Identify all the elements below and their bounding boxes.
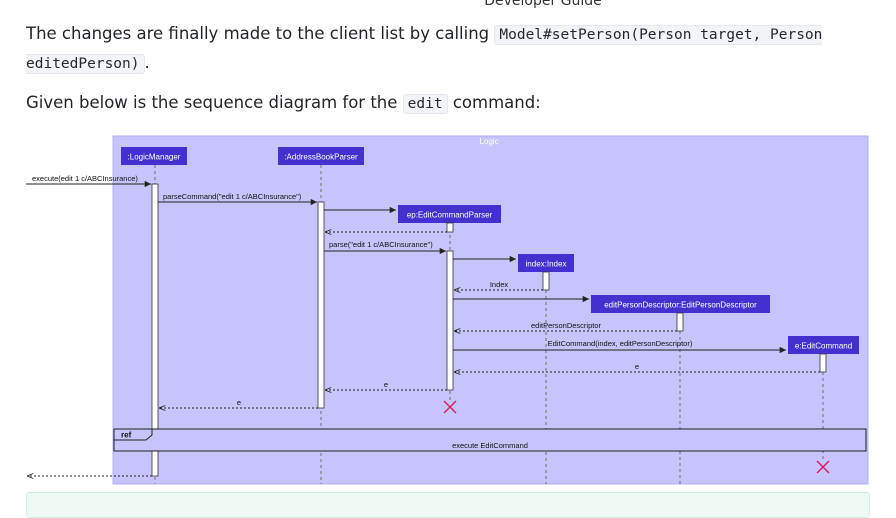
message-parse-label: parse("edit 1 c/ABCInsurance")	[329, 240, 433, 249]
activation-address-book-parser	[317, 201, 325, 409]
tip-callout-box	[26, 492, 870, 518]
activation-logic-manager	[151, 183, 159, 477]
participant-edit-command: e:EditCommand	[795, 342, 852, 351]
paragraph-text-end: .	[144, 53, 150, 72]
activation-edit-command	[819, 353, 827, 373]
ref-tag: ref	[121, 431, 132, 440]
logic-frame-label: Logic	[479, 137, 498, 146]
activation-index	[542, 271, 550, 291]
participant-edit-person-descriptor: editPersonDescriptor:EditPersonDescripto…	[604, 301, 757, 310]
message-parse-command-label: parseCommand("edit 1 c/ABCInsurance")	[163, 192, 302, 201]
message-create-edit-command-label: EditCommand(index, editPersonDescriptor)	[548, 339, 693, 348]
activation-edit-command-parser-create	[446, 222, 454, 233]
participant-edit-command-parser: ep:EditCommandParser	[407, 211, 493, 220]
participant-edit-command-parser-box	[398, 205, 501, 223]
participant-logic-manager: :LogicManager	[128, 153, 181, 162]
message-execute-label: execute(edit 1 c/ABCInsurance)	[32, 174, 138, 183]
paragraph-text: Given below is the sequence diagram for …	[26, 93, 403, 112]
activation-edit-command-parser-parse	[446, 250, 454, 391]
destroy-edit-command-icon-stroke	[816, 460, 830, 474]
participant-index-box	[518, 254, 574, 272]
edit-sequence-diagram: Logic :LogicManager :AddressBookParser e…	[26, 135, 869, 485]
message-e-return-label-3: e	[237, 398, 241, 407]
ref-tag-shape	[113, 428, 153, 441]
paragraph-text: The changes are finally made to the clie…	[26, 24, 495, 43]
page-header-title: Developer Guide	[484, 0, 602, 9]
activation-edit-person-descriptor	[676, 312, 684, 332]
paragraph-sequence-intro: Given below is the sequence diagram for …	[26, 89, 826, 118]
participant-logic-manager-box	[121, 147, 187, 165]
participant-index: index:Index	[526, 260, 567, 269]
message-descriptor-return-label: editPersonDescriptor	[531, 321, 602, 330]
participant-edit-person-descriptor-box	[591, 295, 770, 313]
message-index-return-label: Index	[490, 280, 509, 289]
participant-address-book-parser-box	[278, 147, 364, 165]
participant-edit-command-box	[788, 336, 859, 354]
inline-code-edit: edit	[402, 94, 448, 114]
participant-address-book-parser: :AddressBookParser	[284, 153, 358, 162]
message-e-return-label-2: e	[384, 380, 388, 389]
paragraph-set-person: The changes are finally made to the clie…	[26, 20, 826, 78]
message-e-return-label-1: e	[635, 362, 639, 371]
ref-label: execute EditCommand	[452, 441, 528, 450]
paragraph-text-end: command:	[447, 93, 541, 112]
destroy-edit-command-parser-icon-stroke	[443, 400, 457, 414]
